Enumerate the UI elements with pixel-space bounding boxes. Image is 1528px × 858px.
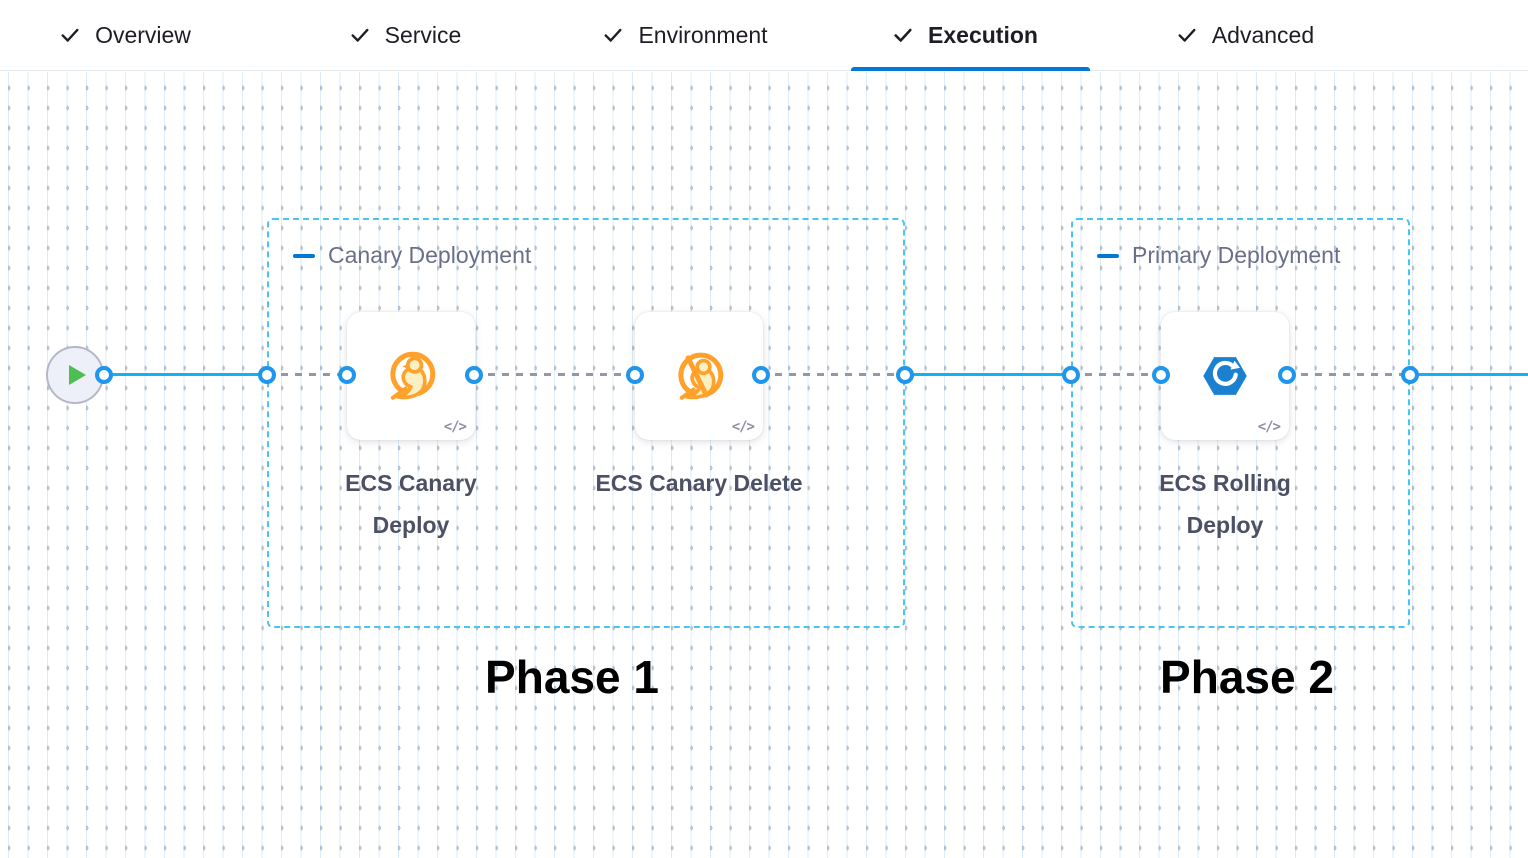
link-port[interactable] bbox=[465, 366, 483, 384]
pipeline-canvas[interactable]: Canary Deployment Primary Deployment </> bbox=[0, 72, 1528, 858]
link-port[interactable] bbox=[338, 366, 356, 384]
link-port[interactable] bbox=[1401, 366, 1419, 384]
connector-dashed bbox=[474, 373, 635, 376]
tab-environment[interactable]: Environment bbox=[545, 22, 825, 49]
tab-label: Advanced bbox=[1211, 21, 1315, 48]
tab-advanced[interactable]: Advanced bbox=[1105, 22, 1385, 49]
check-icon bbox=[61, 28, 79, 42]
link-port[interactable] bbox=[1152, 366, 1170, 384]
config-tab-bar: Overview Service Environment Execution A… bbox=[0, 0, 1528, 71]
check-icon bbox=[894, 28, 912, 42]
ecs-canary-deploy-icon bbox=[390, 351, 436, 400]
tab-label: Execution bbox=[928, 21, 1038, 48]
phase-2-label: Phase 2 bbox=[1160, 651, 1334, 703]
link-port[interactable] bbox=[258, 366, 276, 384]
check-icon bbox=[604, 28, 622, 42]
step-group-canary-deployment[interactable]: Canary Deployment bbox=[267, 218, 905, 628]
link-port[interactable] bbox=[896, 366, 914, 384]
connector-solid bbox=[1410, 373, 1528, 376]
tab-label: Environment bbox=[638, 21, 768, 48]
code-icon: </> bbox=[1257, 419, 1281, 435]
group-header: Primary Deployment bbox=[1097, 242, 1340, 269]
step-label: ECS Rolling Deploy bbox=[1159, 470, 1291, 538]
connector-solid bbox=[905, 373, 1071, 376]
step-card-ecs-canary-deploy[interactable]: </> bbox=[347, 312, 475, 440]
step-group-primary-deployment[interactable]: Primary Deployment bbox=[1071, 218, 1410, 628]
group-header: Canary Deployment bbox=[293, 242, 531, 269]
tab-execution[interactable]: Execution bbox=[825, 22, 1105, 49]
ecs-rolling-deploy-icon bbox=[1203, 357, 1247, 395]
group-title: Primary Deployment bbox=[1132, 242, 1341, 268]
active-tab-underline bbox=[851, 67, 1090, 71]
connector-dashed bbox=[1071, 373, 1161, 376]
connector-dashed bbox=[761, 373, 905, 376]
connector-dashed bbox=[1287, 373, 1410, 376]
group-title: Canary Deployment bbox=[328, 242, 532, 268]
code-icon: </> bbox=[443, 419, 467, 435]
tab-service[interactable]: Service bbox=[265, 22, 545, 49]
link-port[interactable] bbox=[752, 366, 770, 384]
link-port[interactable] bbox=[1278, 366, 1296, 384]
step-label: ECS Canary Delete bbox=[595, 470, 803, 496]
step-card-ecs-rolling-deploy[interactable]: </> bbox=[1161, 312, 1289, 440]
step-label: ECS Canary Deploy bbox=[345, 470, 477, 538]
tab-label: Service bbox=[384, 21, 462, 48]
play-icon bbox=[69, 365, 86, 385]
link-port[interactable] bbox=[626, 366, 644, 384]
code-icon: </> bbox=[731, 419, 755, 435]
tab-overview[interactable]: Overview bbox=[0, 22, 265, 49]
tab-label: Overview bbox=[95, 21, 191, 48]
link-port[interactable] bbox=[95, 366, 113, 384]
check-icon bbox=[1178, 28, 1196, 42]
check-icon bbox=[351, 28, 369, 42]
link-port[interactable] bbox=[1062, 366, 1080, 384]
connector-dashed bbox=[267, 373, 347, 376]
collapse-dash-icon[interactable] bbox=[1097, 253, 1119, 258]
ecs-canary-delete-icon bbox=[678, 352, 724, 400]
step-card-ecs-canary-delete[interactable]: </> bbox=[635, 312, 763, 440]
collapse-dash-icon[interactable] bbox=[293, 253, 315, 258]
connector-solid bbox=[104, 373, 267, 376]
phase-1-label: Phase 1 bbox=[485, 651, 659, 703]
